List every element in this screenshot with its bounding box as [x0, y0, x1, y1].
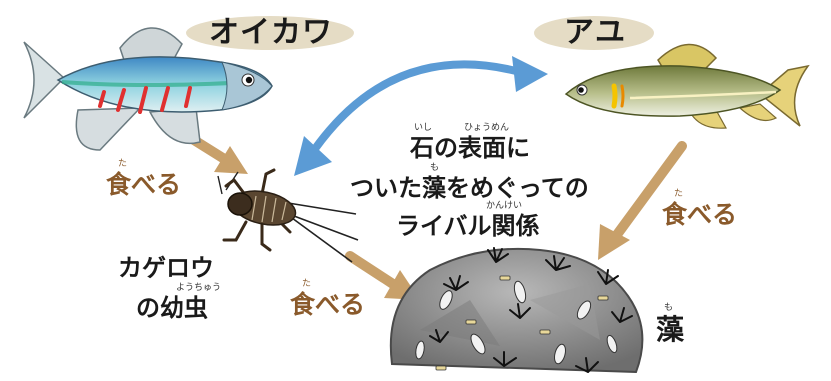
furigana-mo-algae: も	[664, 303, 674, 313]
eats-label-bottom: 食べる	[290, 290, 366, 319]
furigana-youchuu: ようちゅう	[176, 283, 222, 293]
furigana-mo-center: も	[430, 163, 440, 173]
eats-label-left: 食べる	[106, 170, 182, 199]
furigana-ta-left: た	[118, 159, 128, 169]
furigana-kankei: かんけい	[486, 201, 523, 211]
rivalry-caption-line1: 石の表面に	[410, 134, 530, 162]
oikawa-fish	[23, 27, 273, 151]
ayu-label-band	[534, 16, 654, 50]
eat-arrow-ayu-to-algae	[598, 141, 687, 260]
eats-label-right: 食べる	[662, 200, 738, 229]
oikawa-label: オイカワ	[209, 15, 333, 50]
oikawa-label-band	[186, 16, 354, 50]
rivalry-caption-line3: ライバル関係	[396, 212, 540, 240]
furigana-ta-bottom: た	[302, 279, 312, 289]
ayu-label: アユ	[564, 15, 626, 50]
rivalry-caption-line2: ついた藻をめぐっての	[350, 174, 589, 202]
ayu-fish	[564, 43, 810, 129]
furigana-ta-right: た	[674, 189, 684, 199]
algae-rock	[389, 247, 644, 374]
mayfly-label-line1: カゲロウ	[118, 254, 214, 282]
rivalry-arrow	[294, 56, 548, 176]
mayfly-label-line2: の幼虫	[136, 294, 208, 322]
algae-label: 藻	[656, 313, 685, 346]
mayfly-nymph	[217, 168, 359, 263]
furigana-hyoumen: ひょうめん	[464, 123, 510, 133]
furigana-ishi: いし	[414, 123, 433, 133]
